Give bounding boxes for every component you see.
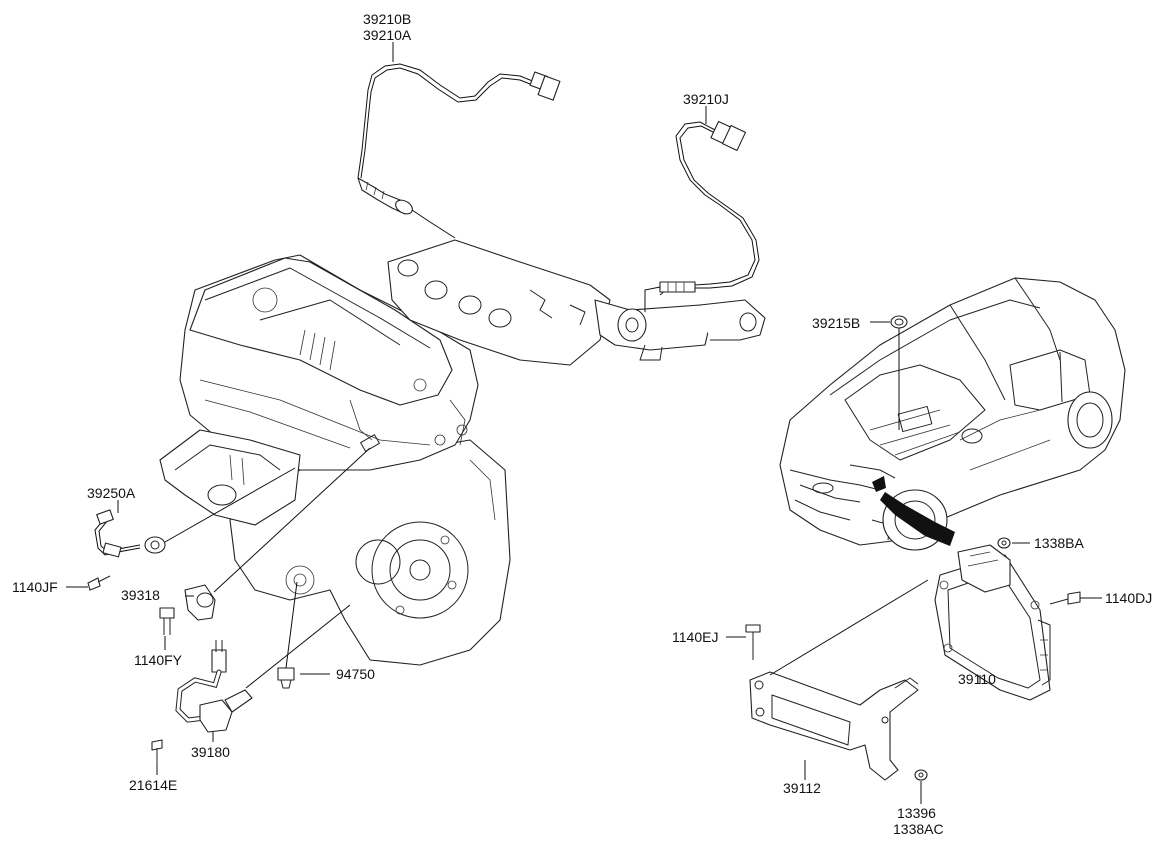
callout-1140ej: 1140EJ	[672, 629, 718, 645]
callout-1140dj: 1140DJ	[1105, 590, 1152, 606]
callout-94750: 94750	[336, 666, 375, 682]
callout-39250a: 39250A	[87, 485, 136, 501]
crankshaft-position-sensor	[175, 604, 351, 733]
callout-39210j: 39210J	[683, 91, 729, 107]
leader-lines	[66, 42, 1102, 804]
bolt-1140ej	[745, 624, 761, 660]
callout-39110: 39110	[958, 671, 996, 687]
callout-39180: 39180	[191, 744, 230, 760]
sticker-39215b	[890, 315, 908, 430]
bolt-1140dj	[1049, 591, 1081, 605]
bolt-21614e	[151, 739, 163, 765]
callout-21614e: 21614E	[129, 777, 177, 793]
vehicle-illustration	[779, 277, 1126, 551]
callout-39210b: 39210B	[363, 11, 411, 27]
callout-1338ac: 1338AC	[893, 821, 944, 837]
ecu-bracket	[749, 579, 929, 781]
oxygen-sensor-lower	[644, 120, 760, 312]
ecu-module	[934, 544, 1051, 701]
callout-1140jf: 1140JF	[12, 579, 58, 595]
bolt-1140jf	[87, 575, 111, 591]
callout-1338ba: 1338BA	[1034, 535, 1084, 551]
callout-39215b: 39215B	[812, 315, 860, 331]
knock-sensor	[94, 467, 296, 558]
callout-39318: 39318	[121, 587, 160, 603]
callout-13396: 13396	[897, 805, 936, 821]
callout-39210a: 39210A	[363, 27, 412, 43]
camshaft-position-sensor	[159, 447, 371, 635]
callout-39112: 39112	[783, 780, 821, 796]
callout-labels: 39210B 39210A 39210J 39215B 39250A 1140J…	[12, 11, 1152, 837]
nut-13396	[914, 769, 928, 781]
oil-pressure-switch	[277, 581, 298, 689]
nut-1338ba	[997, 537, 1011, 549]
exhaust-manifold-assembly	[387, 239, 766, 366]
oxygen-sensor-upper	[357, 63, 561, 239]
engine-assembly	[159, 254, 511, 666]
callout-1140fy: 1140FY	[134, 652, 183, 668]
